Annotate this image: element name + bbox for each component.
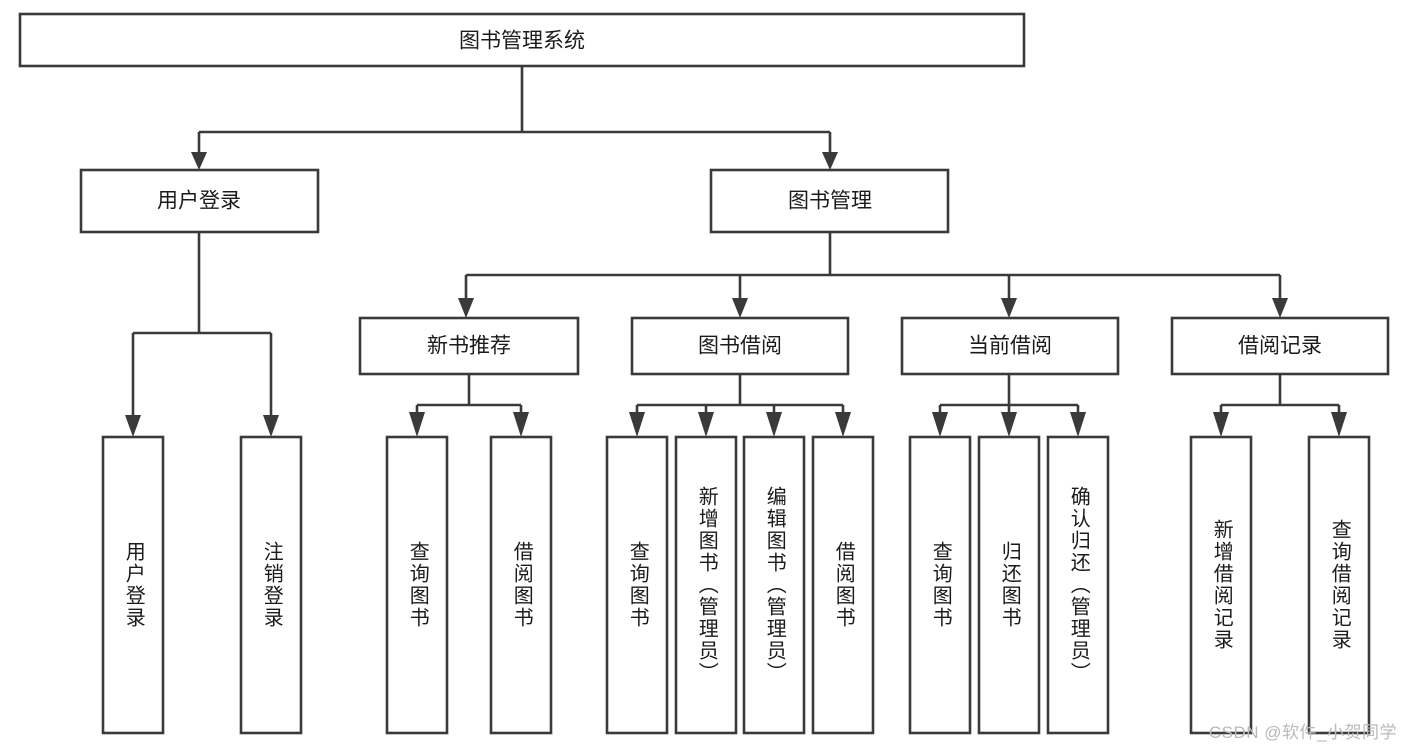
node-label-user-login: 用户登录: [157, 190, 241, 213]
node-box-current-borrow[interactable]: [900, 316, 1120, 376]
node-label-borrow-record: 借阅记录: [1238, 335, 1322, 358]
node-label-book-borrow: 图书借阅: [698, 335, 782, 358]
node-box-leaf-5[interactable]: [605, 435, 669, 735]
nodes-layer: 图书管理系统 用户登录 图书管理 新书推荐 图书借阅 当前借阅 借阅记录: [18, 12, 1390, 735]
node-box-leaf-3[interactable]: [385, 435, 449, 735]
arrowhead-leaf-7: [766, 412, 782, 437]
node-box-leaf-2[interactable]: [239, 435, 303, 735]
node-box-leaf-7[interactable]: [742, 435, 806, 735]
arrowhead-leaf-9: [932, 412, 948, 437]
arrowhead-new-book-rec: [458, 298, 474, 318]
arrowhead-leaf-11: [1070, 412, 1086, 437]
arrowhead-leaf-13: [1331, 412, 1347, 437]
node-label-new-book-rec: 新书推荐: [427, 335, 511, 358]
node-box-leaf-9[interactable]: [908, 435, 972, 735]
arrowhead-current-borrow: [1001, 298, 1017, 318]
node-box-leaf-11[interactable]: [1046, 435, 1110, 735]
arrowhead-borrow-record: [1272, 298, 1288, 318]
arrowhead-leaf-10: [1001, 412, 1017, 437]
node-box-leaf-1[interactable]: [101, 435, 165, 735]
node-label-current-borrow: 当前借阅: [968, 335, 1052, 358]
node-box-leaf-4[interactable]: [489, 435, 553, 735]
arrowhead-leaf-1: [125, 415, 141, 437]
arrowhead-leaf-3: [409, 412, 425, 437]
arrowhead-leaf-4: [513, 412, 529, 437]
node-box-new-book-rec[interactable]: [358, 316, 580, 376]
node-label-book-mgmt: 图书管理: [788, 190, 872, 213]
node-box-book-borrow[interactable]: [630, 316, 850, 376]
node-box-leaf-13[interactable]: [1307, 435, 1371, 735]
node-box-leaf-8[interactable]: [811, 435, 875, 735]
csdn-watermark: CSDN @软件_小贺同学: [1208, 723, 1397, 742]
arrowhead-leaf-5: [629, 412, 645, 437]
arrowhead-leaf-6: [698, 412, 714, 437]
node-box-leaf-6[interactable]: [674, 435, 738, 735]
arrowhead-book-mgmt: [822, 152, 838, 170]
connectors-layer: [125, 66, 1347, 437]
arrowhead-book-borrow: [732, 298, 748, 318]
node-box-leaf-10[interactable]: [977, 435, 1041, 735]
arrowhead-leaf-8: [835, 412, 851, 437]
node-box-user-login[interactable]: [79, 168, 320, 234]
node-label-root: 图书管理系统: [459, 30, 585, 53]
node-box-leaf-12[interactable]: [1189, 435, 1253, 735]
arrowhead-leaf-12: [1213, 412, 1229, 437]
arrowhead-leaf-2: [263, 415, 279, 437]
node-box-root[interactable]: [18, 12, 1026, 68]
arrowhead-user-login: [191, 152, 207, 170]
node-box-borrow-record[interactable]: [1170, 316, 1390, 376]
node-box-book-mgmt[interactable]: [709, 168, 950, 234]
